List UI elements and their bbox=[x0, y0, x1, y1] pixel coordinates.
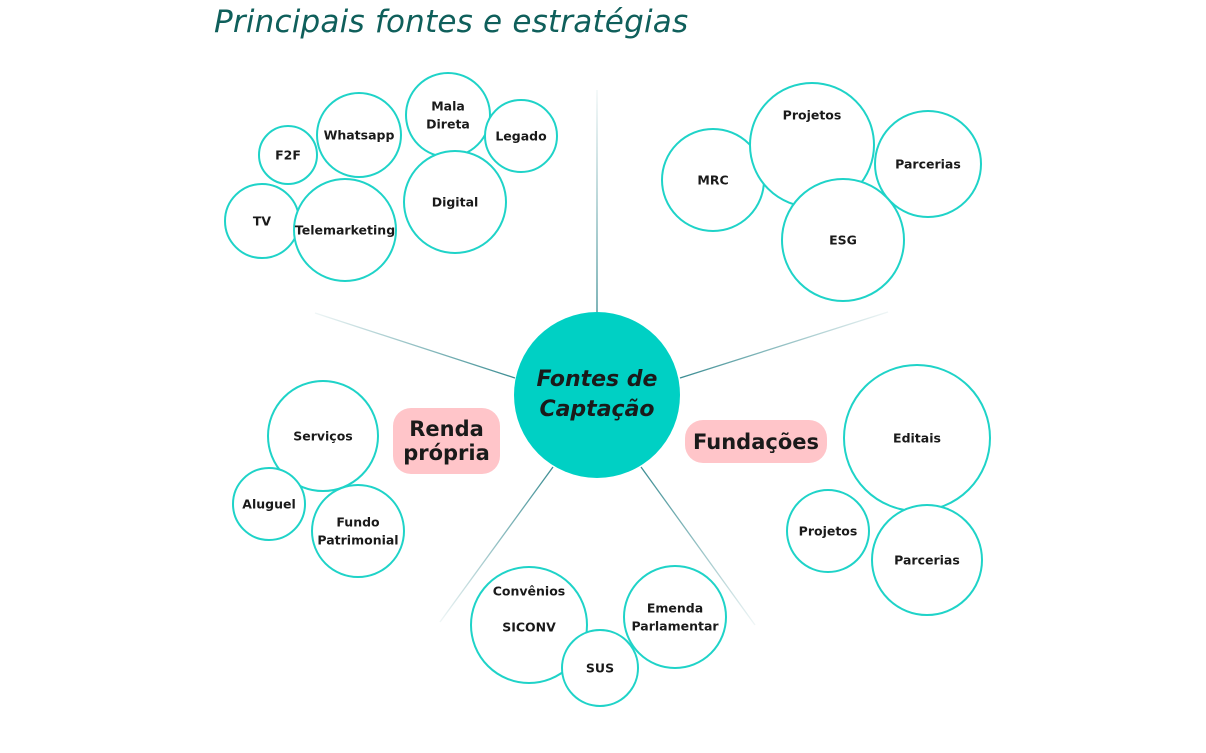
node-circle bbox=[403, 150, 507, 254]
center-label-line2: Captação bbox=[539, 397, 655, 422]
center-label: Fontes de Captação bbox=[514, 365, 680, 425]
node-label: SICONV bbox=[502, 620, 556, 635]
connector-line bbox=[640, 466, 756, 626]
node-f2f bbox=[258, 125, 318, 185]
renda-line2: própria bbox=[403, 441, 490, 465]
node-circle bbox=[470, 566, 588, 684]
node-label: Serviços bbox=[293, 429, 353, 444]
node-legado bbox=[484, 99, 558, 173]
node-whatsapp bbox=[316, 92, 402, 178]
node-label: Digital bbox=[432, 195, 479, 210]
node-label: Legado bbox=[495, 129, 547, 144]
node-label: Parcerias bbox=[894, 553, 960, 568]
node-label: Direta bbox=[426, 117, 470, 132]
node-circle bbox=[258, 125, 318, 185]
node-circle bbox=[232, 467, 306, 541]
node-circle bbox=[874, 110, 982, 218]
node-circle bbox=[781, 178, 905, 302]
node-label: Projetos bbox=[783, 108, 842, 123]
node-circle bbox=[405, 72, 491, 158]
node-convenios bbox=[470, 566, 588, 684]
node-parcerias-empresas bbox=[874, 110, 982, 218]
node-circle bbox=[623, 565, 727, 669]
connector-line bbox=[314, 312, 516, 379]
node-label: ESG bbox=[829, 233, 857, 248]
node-label: Emenda bbox=[647, 601, 703, 616]
node-label: Whatsapp bbox=[324, 128, 395, 143]
node-circle bbox=[311, 484, 405, 578]
node-label: Parlamentar bbox=[631, 619, 719, 634]
node-label: Fundo bbox=[336, 515, 380, 530]
category-renda-propria: Renda própria bbox=[393, 408, 500, 474]
node-label: Telemarketing bbox=[295, 223, 395, 238]
node-telemarketing bbox=[293, 178, 397, 282]
node-label: Parcerias bbox=[895, 157, 961, 172]
node-label: SUS bbox=[586, 661, 614, 676]
node-aluguel bbox=[232, 467, 306, 541]
node-parcerias-fundacoes bbox=[871, 504, 983, 616]
page-title: Principais fontes e estratégias bbox=[214, 4, 689, 40]
node-esg bbox=[781, 178, 905, 302]
node-label: Convênios bbox=[493, 584, 566, 599]
node-projetos-fundacoes bbox=[786, 489, 870, 573]
center-circle bbox=[514, 312, 680, 478]
node-servicos bbox=[267, 380, 379, 492]
node-circle bbox=[267, 380, 379, 492]
category-fundacoes: Fundações bbox=[685, 420, 827, 463]
node-circle bbox=[561, 629, 639, 707]
node-emenda-parlamentar bbox=[623, 565, 727, 669]
node-circle bbox=[316, 92, 402, 178]
connector-line bbox=[439, 466, 554, 623]
node-label: Patrimonial bbox=[317, 533, 398, 548]
node-fundo-patrimonial bbox=[311, 484, 405, 578]
node-circle bbox=[871, 504, 983, 616]
node-mala-direta bbox=[405, 72, 491, 158]
node-label: TV bbox=[253, 214, 272, 229]
renda-line1: Renda bbox=[409, 417, 484, 441]
node-label: Mala bbox=[431, 99, 465, 114]
node-label: Editais bbox=[893, 431, 941, 446]
node-label: F2F bbox=[275, 148, 301, 163]
node-label: Aluguel bbox=[242, 497, 295, 512]
node-circle bbox=[786, 489, 870, 573]
node-circle bbox=[293, 178, 397, 282]
node-label: Projetos bbox=[799, 524, 858, 539]
node-label: MRC bbox=[697, 173, 728, 188]
node-sus bbox=[561, 629, 639, 707]
center-label-line1: Fontes de bbox=[536, 367, 658, 392]
connector-line bbox=[679, 311, 889, 379]
node-circle bbox=[484, 99, 558, 173]
node-digital bbox=[403, 150, 507, 254]
